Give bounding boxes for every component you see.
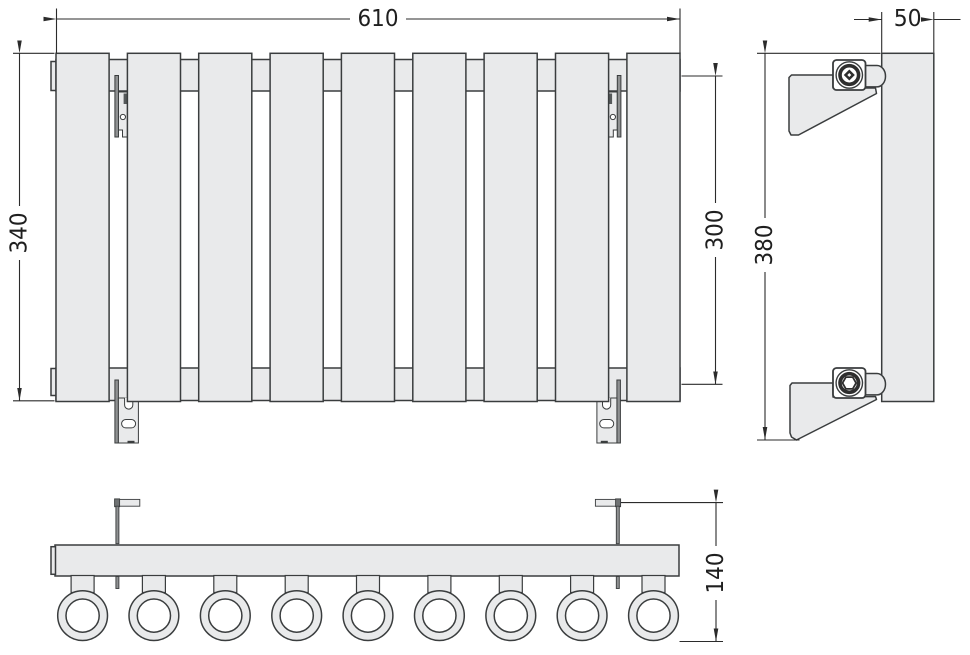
pin-hub (114, 498, 121, 508)
bottom-pin-left (114, 498, 141, 589)
bracket-slot (121, 419, 137, 429)
wall-bracket-top-left (114, 75, 129, 138)
dim-label-50: 50 (894, 6, 922, 32)
tube-necks (70, 574, 666, 594)
side-valve-bottom (832, 367, 867, 399)
pin-foot (116, 498, 141, 507)
dim-label-300: 300 (703, 210, 729, 251)
front-view (50, 52, 681, 444)
dim-label-140: 140 (703, 553, 729, 594)
slat-2 (126, 52, 182, 403)
ring-6 (413, 589, 466, 642)
pin-rail-upper (615, 505, 620, 545)
wall-bracket-bottom-left (114, 379, 139, 444)
pin-hub (615, 498, 622, 508)
side-view (788, 52, 935, 441)
pin-rail-lower (615, 576, 620, 589)
ring-5 (342, 589, 394, 642)
side-valve-top (832, 59, 867, 91)
dim-label-340: 340 (7, 213, 33, 254)
slat-6 (412, 52, 467, 403)
dim-front-height: 340 (7, 40, 55, 402)
dimensions: 610 340 300 50 (7, 6, 961, 643)
slat-7 (483, 52, 538, 403)
bracket-tab (600, 440, 608, 444)
ring-4 (271, 589, 323, 642)
ring-8 (556, 589, 608, 642)
slat-3 (197, 52, 253, 403)
slat-1 (55, 52, 110, 403)
slat-array (55, 52, 681, 403)
tube-rings (56, 589, 680, 642)
side-pipe-stub-top (864, 64, 887, 88)
bracket-rail (616, 379, 621, 444)
side-panel (880, 52, 935, 403)
dim-front-width: 610 (43, 6, 681, 54)
ring-3 (199, 589, 251, 642)
manifold-end-plug (50, 545, 57, 576)
bracket-rail (114, 379, 119, 444)
ring-2 (128, 589, 180, 642)
bracket-notch (608, 93, 613, 104)
bracket-rail (616, 75, 622, 138)
bracket-hole (119, 113, 127, 121)
slat-9 (626, 52, 681, 403)
valve-hex-nut (841, 376, 858, 390)
pin-foot (594, 498, 619, 507)
ring-1 (56, 589, 109, 642)
bottom-view (50, 498, 680, 642)
dim-side-width: 50 (854, 6, 961, 53)
slat-5 (340, 52, 396, 403)
pin-rail-upper (115, 505, 120, 545)
ring-9 (627, 589, 680, 642)
dim-side-height: 380 (752, 40, 881, 441)
bracket-tab (127, 440, 135, 444)
bracket-rail (114, 75, 120, 138)
bracket-notch (123, 93, 128, 104)
collector-end-plug-top (50, 60, 57, 92)
slat-4 (269, 52, 324, 403)
dim-front-mount-span: 300 (681, 63, 729, 385)
ring-7 (485, 589, 537, 642)
pin-rail-lower (115, 576, 120, 589)
collector-end-plug-bottom (50, 367, 57, 397)
dim-label-380: 380 (752, 225, 778, 266)
dim-label-610: 610 (358, 6, 399, 32)
slat-8 (554, 52, 610, 403)
bracket-slot (599, 419, 615, 429)
dim-bottom-depth: 140 (621, 489, 729, 643)
bracket-hole (609, 113, 617, 121)
manifold-bar (54, 544, 680, 577)
side-pipe-stub-bottom (864, 372, 887, 396)
